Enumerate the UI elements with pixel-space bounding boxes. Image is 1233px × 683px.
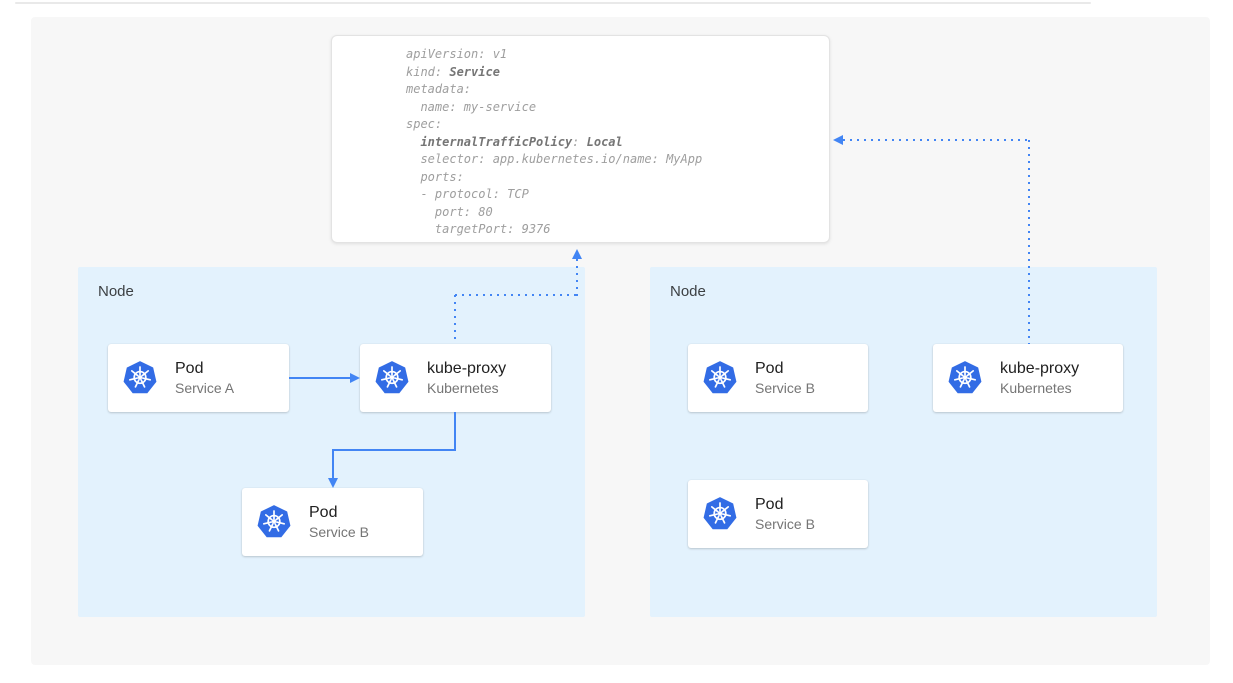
service-yaml-card: apiVersion: v1 kind: Service metadata: nam… [331,35,830,243]
yaml-line: metadata: [406,82,472,96]
yaml-line: apiVersion: v1 [406,47,508,61]
kubernetes-icon [702,360,738,396]
card-title: Pod [309,504,338,521]
card-pod-service-b-left: Pod Service B [242,488,423,556]
card-title: Pod [755,496,784,513]
card-title: kube-proxy [427,360,507,377]
card-title: Pod [175,360,204,377]
card-kube-proxy-right: kube-proxy Kubernetes [933,344,1123,412]
card-pod-service-b-right-top: Pod Service B [688,344,868,412]
card-pod-service-a: Pod Service A [108,344,289,412]
card-pod-service-b-right-bottom: Pod Service B [688,480,868,548]
card-subtitle: Service B [755,516,815,532]
yaml-line: port: 80 [406,204,493,219]
yaml-line: internalTrafficPolicy: Local [420,134,623,149]
yaml-line: ports: [406,169,464,184]
node-left-label: Node [98,283,134,300]
page-top-divider [15,2,1091,4]
yaml-line: targetPort: 9376 [406,222,551,236]
card-subtitle: Service B [309,524,369,540]
card-subtitle: Service A [175,380,235,396]
card-title: Pod [755,360,784,377]
yaml-code: apiVersion: v1 kind: Service metadata: nam… [332,36,829,239]
diagram-canvas: apiVersion: v1 kind: Service metadata: nam… [31,17,1210,665]
card-subtitle: Kubernetes [427,380,499,396]
yaml-line: name: my-service [406,99,537,114]
yaml-line: kind: Service [406,64,500,79]
yaml-line: selector: app.kubernetes.io/name: MyApp [406,152,703,166]
kubernetes-icon [122,360,158,396]
kubernetes-icon [702,496,738,532]
card-subtitle: Service B [755,380,815,396]
card-subtitle: Kubernetes [1000,380,1072,396]
kubernetes-icon [947,360,983,396]
node-left: Node [78,267,585,617]
card-title: kube-proxy [1000,360,1080,377]
node-right-label: Node [670,283,706,300]
node-right: Node [650,267,1157,617]
kubernetes-icon [374,360,410,396]
yaml-line: spec: [406,117,443,131]
card-kube-proxy-left: kube-proxy Kubernetes [360,344,551,412]
yaml-line: - protocol: TCP [406,187,529,201]
kubernetes-icon [256,504,292,540]
